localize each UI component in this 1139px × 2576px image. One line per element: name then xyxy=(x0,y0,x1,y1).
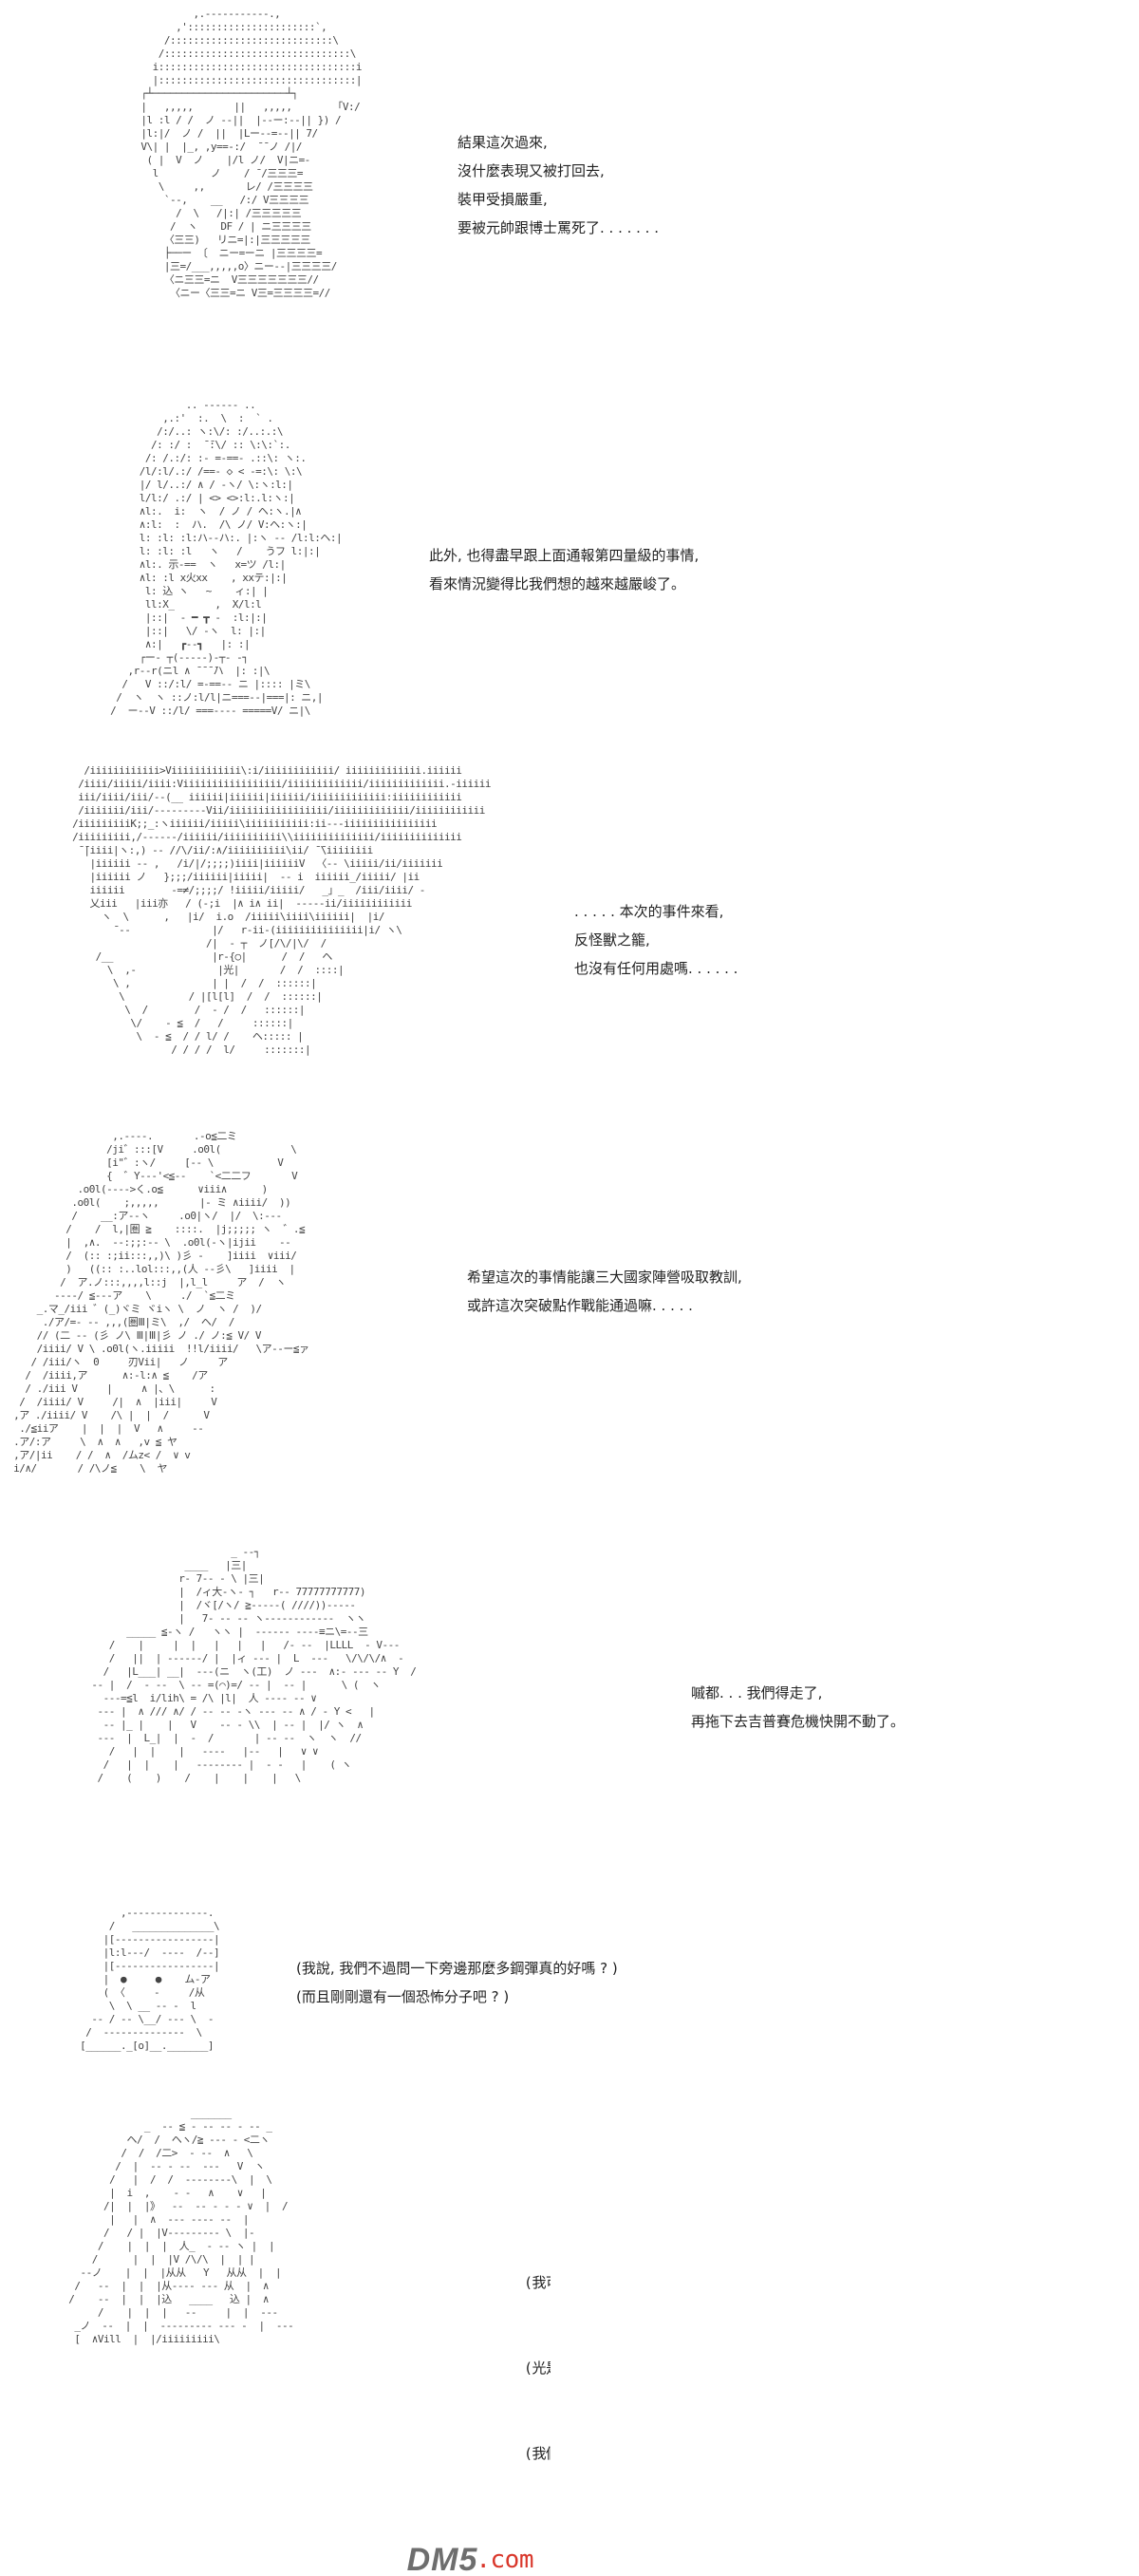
speech-line: (我說, 我們不過問一下旁邊那麼多鋼彈真的好嗎 ? ) xyxy=(296,1960,618,1977)
ascii-art-figure-5: _ ‐‐┐ ____ |三| r‐ 7‐‐ ‐ \ |三| | /ィ大‐ヽ‐ ┐… xyxy=(91,1546,417,1784)
panel-3: /iiiiiiiiiiii>Viiiiiiiiiiii\:i/iiiiiiiii… xyxy=(0,755,1139,1116)
panel-4: ,.-‐‐-. .-o≦二ミ /ji゛:::[V .o0l( \ [i"゛:ヽ/… xyxy=(0,1120,1139,1519)
speech-block-5: 嘁都. . . 我們得走了, 再拖下去吉普賽危機快開不動了。 xyxy=(691,1679,905,1736)
ascii-art-figure-2: .. ------ .. ,.:' :. \ : ` . /:/..: ヽ:\/… xyxy=(110,399,343,717)
speech-line: 裝甲受損嚴重, xyxy=(457,191,548,208)
site-watermark: DM5 .com xyxy=(406,2529,534,2572)
speech-line: 或許這次突破點作戰能通過嘛. . . . . xyxy=(467,1297,693,1314)
speech-line: 再拖下去吉普賽危機快開不動了。 xyxy=(691,1713,906,1730)
speech-block-6: (我說, 我們不過問一下旁邊那麼多鋼彈真的好嗎 ? ) (而且剛剛還有一個恐怖分… xyxy=(296,1954,618,2011)
speech-line: 也沒有任何用處嗎. . . . . . xyxy=(574,960,738,977)
speech-line: . . . . . 本次的事件來看, xyxy=(574,903,724,920)
speech-block-1: 結果這次過來, 沒什麼表現又被打回去, 裝甲受損嚴重, 要被元帥跟博士罵死了. … xyxy=(457,128,659,242)
ascii-art-figure-1: ,.-‐‐‐‐‐‐‐‐‐-., ,'::::::::::::::::::::::… xyxy=(140,8,363,299)
speech-line: 要被元帥跟博士罵死了. . . . . . . xyxy=(457,219,659,236)
speech-line: (我們也沒心力去管那些會牽扯到太多政治的事情。) xyxy=(524,2445,551,2462)
panel-2: .. ------ .. ,.:' :. \ : ` . /:/..: ヽ:\/… xyxy=(0,389,1139,741)
ascii-art-figure-4: ,.-‐‐-. .-o≦二ミ /ji゛:::[V .o0l( \ [i"゛:ヽ/… xyxy=(13,1130,309,1475)
watermark-text: DM5 xyxy=(406,2542,478,2572)
speech-block-2: 此外, 也得盡早跟上面通報第四量級的事情, 看來情況變得比我們想的越來越嚴峻了。 xyxy=(429,541,699,598)
speech-line: 此外, 也得盡早跟上面通報第四量級的事情, xyxy=(429,547,700,564)
speech-line: 看來情況變得比我們想的越來越嚴峻了。 xyxy=(429,575,686,592)
speech-line: 希望這次的事情能讓三大國家陣營吸取教訓, xyxy=(467,1269,742,1286)
speech-line: (光是處理怪獸的事情就好了。) xyxy=(524,2360,551,2377)
speech-line: 嘁都. . . 我們得走了, xyxy=(691,1684,823,1702)
speech-line: 反怪獸之籠, xyxy=(574,931,650,949)
speech-line: 沒什麼表現又被打回去, xyxy=(457,162,605,179)
watermark-suffix: .com xyxy=(476,2546,533,2572)
ascii-art-figure-6: ,--------------. / ______________\ |[‐‐‐… xyxy=(80,1907,220,2052)
speech-block-4: 希望這次的事情能讓三大國家陣營吸取教訓, 或許這次突破點作戰能通過嘛. . . … xyxy=(467,1263,742,1320)
panel-6: ,--------------. / ______________\ |[‐‐‐… xyxy=(0,1899,1139,2108)
panel-5: _ ‐‐┐ ____ |三| r‐ 7‐‐ ‐ \ |三| | /ィ大‐ヽ‐ ┐… xyxy=(0,1538,1139,1880)
ascii-art-figure-7: _______ _ ‐‐ ≦ ‐ ‐‐ ‐‐ ‐ ‐‐ _ ヘ/ / ヘヽ/≧ … xyxy=(57,2107,551,2572)
panel-7: _______ _ ‐‐ ≦ ‐ ‐‐ ‐‐ ‐ ‐‐ _ ヘ/ / ヘヽ/≧ … xyxy=(0,2103,1139,2576)
speech-line: (而且剛剛還有一個恐怖分子吧 ? ) xyxy=(296,1988,510,2005)
speech-line: (我可不想被捲進麻煩事裡。) xyxy=(524,2274,551,2291)
speech-block-3: . . . . . 本次的事件來看, 反怪獸之籠, 也沒有任何用處嗎. . . … xyxy=(574,897,738,983)
speech-line: 結果這次過來, xyxy=(457,134,548,151)
panel-1: ,.-‐‐‐‐‐‐‐‐‐-., ,'::::::::::::::::::::::… xyxy=(0,0,1139,370)
ascii-art-figure-3: /iiiiiiiiiiii>Viiiiiiiiiiii\:i/iiiiiiiii… xyxy=(72,764,491,1056)
speech-block-7: (我可不想被捲進麻煩事裡。) (光是處理怪獸的事情就好了。) (我們也沒心力去管… xyxy=(524,2211,551,2525)
